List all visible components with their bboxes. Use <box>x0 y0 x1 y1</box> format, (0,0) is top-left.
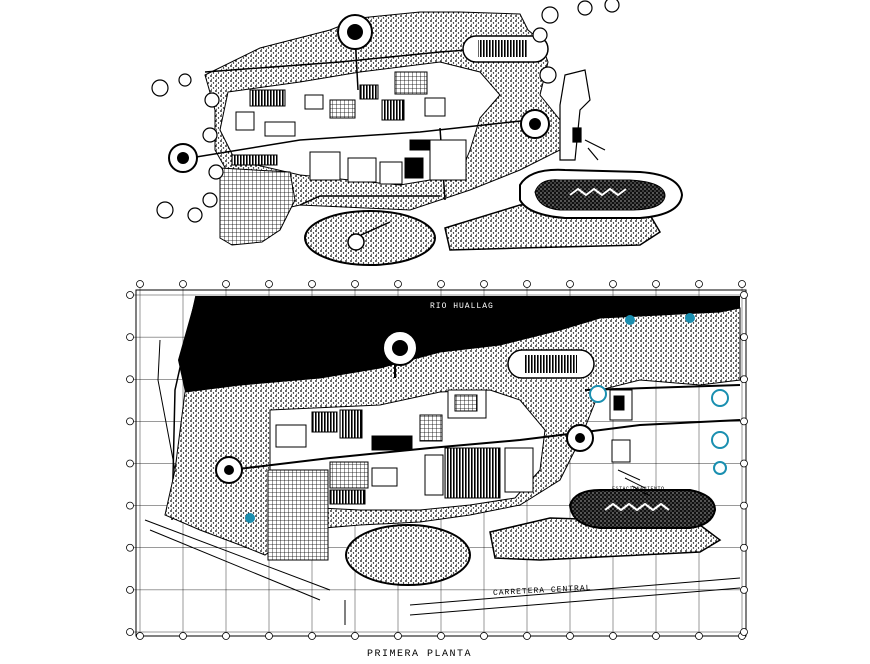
grid-bubble <box>126 501 134 510</box>
grid-bubble <box>740 585 748 594</box>
grid-bubble <box>394 632 402 640</box>
river-area <box>178 296 740 392</box>
river-bank-line <box>171 295 197 521</box>
upper-annex-building <box>559 69 606 161</box>
grid-bubble <box>394 280 402 288</box>
grid-bubble <box>308 632 316 640</box>
upper-trees <box>151 0 620 223</box>
upper-plan <box>151 0 684 266</box>
grid-bubble <box>126 459 134 468</box>
lower-plan <box>126 280 748 640</box>
lower-building-blocks <box>275 389 534 505</box>
road-lines <box>144 519 741 625</box>
grid-bubble <box>179 632 187 640</box>
grid-bubble <box>566 280 574 288</box>
grid-bubble <box>695 280 703 288</box>
grid-bubble <box>265 280 273 288</box>
upper-circular-nodes <box>168 14 550 251</box>
grid-bubble <box>738 280 746 288</box>
grid-bubble <box>566 632 574 640</box>
grid-bubble <box>265 632 273 640</box>
grid-bubble <box>740 333 748 342</box>
upper-building-blocks <box>231 71 467 185</box>
lower-annex-building <box>609 389 651 497</box>
grid-bubble <box>740 628 748 636</box>
grid-bubble <box>740 501 748 510</box>
grid-bubble <box>740 291 748 299</box>
grid-bubble <box>222 632 230 640</box>
grid-bubble <box>308 280 316 288</box>
grid-bubble <box>437 280 445 288</box>
grid-bubble <box>523 280 531 288</box>
grid-bubble <box>126 543 134 552</box>
grid-bubble <box>523 632 531 640</box>
upper-paved-area <box>219 167 296 246</box>
grid-bubble <box>351 632 359 640</box>
river-label: RIO HUALLAG <box>430 302 494 311</box>
grid-bubble <box>740 459 748 468</box>
grid-bubble <box>126 375 134 384</box>
grid-bubble <box>740 375 748 384</box>
lower-garden-ellipse <box>345 524 471 586</box>
lower-trees <box>245 313 729 523</box>
grid-bubble <box>126 585 134 594</box>
grid-bubble <box>136 280 144 288</box>
grid-reference-bubbles <box>126 280 748 640</box>
grid-bubble <box>480 280 488 288</box>
grid-bubble <box>126 628 134 636</box>
grid-bubble <box>652 280 660 288</box>
grid-bubble <box>351 280 359 288</box>
grid-bubble <box>126 417 134 426</box>
drawing-title: PRIMERA PLANTA <box>367 649 473 660</box>
grid-bubble <box>222 280 230 288</box>
grid-bubble <box>126 333 134 342</box>
grid-bubble <box>179 280 187 288</box>
lower-parking-loop <box>568 489 717 529</box>
grid-bubble <box>136 632 144 640</box>
grid-bubble <box>652 632 660 640</box>
upper-zigzag-parking <box>569 187 627 197</box>
lower-paved-area <box>267 469 329 561</box>
upper-garden-ellipse-left <box>304 210 436 266</box>
grid-bubble <box>609 632 617 640</box>
grid-bubble <box>126 291 134 299</box>
grid-bubble <box>740 417 748 426</box>
grid-bubble <box>609 280 617 288</box>
grid-bubble <box>740 543 748 552</box>
grid-bubble <box>437 632 445 640</box>
grid-bubble <box>480 632 488 640</box>
parking-label: ESTACIONAMIENTO <box>612 486 665 492</box>
grid-bubble <box>695 632 703 640</box>
